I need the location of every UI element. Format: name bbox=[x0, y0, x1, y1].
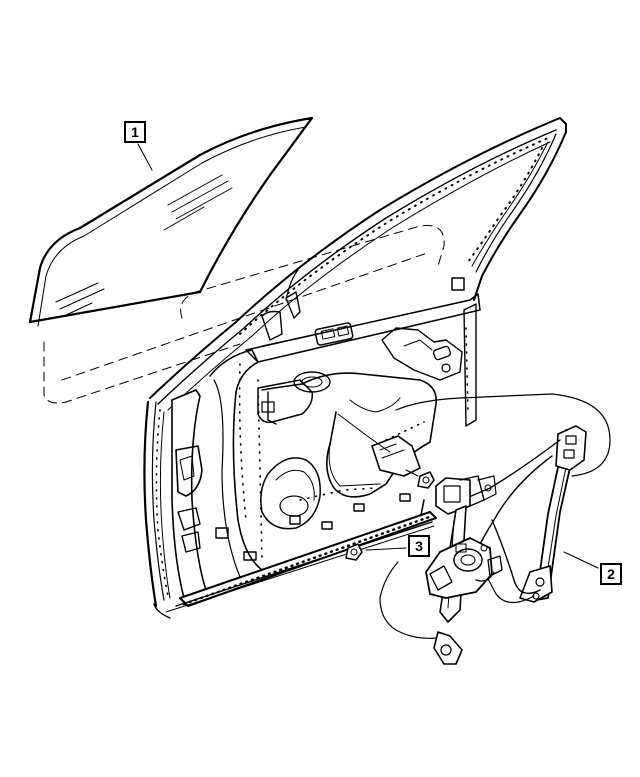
fasteners bbox=[345, 469, 435, 561]
callout-label-3: 3 bbox=[408, 535, 430, 557]
window-regulator bbox=[425, 425, 587, 665]
callout-1-leader bbox=[137, 143, 153, 171]
callout-label-2: 2 bbox=[600, 563, 622, 585]
bolt-upper bbox=[405, 469, 435, 489]
callout-label-1: 1 bbox=[124, 121, 146, 143]
door-glass bbox=[28, 116, 445, 404]
bolt-lower bbox=[345, 543, 363, 561]
callout-3-leader bbox=[365, 547, 407, 551]
callout-2-leader bbox=[563, 551, 599, 569]
cable-leader-curves bbox=[337, 393, 611, 639]
door-inner-panel bbox=[143, 117, 567, 619]
regulator-motor bbox=[425, 537, 495, 599]
